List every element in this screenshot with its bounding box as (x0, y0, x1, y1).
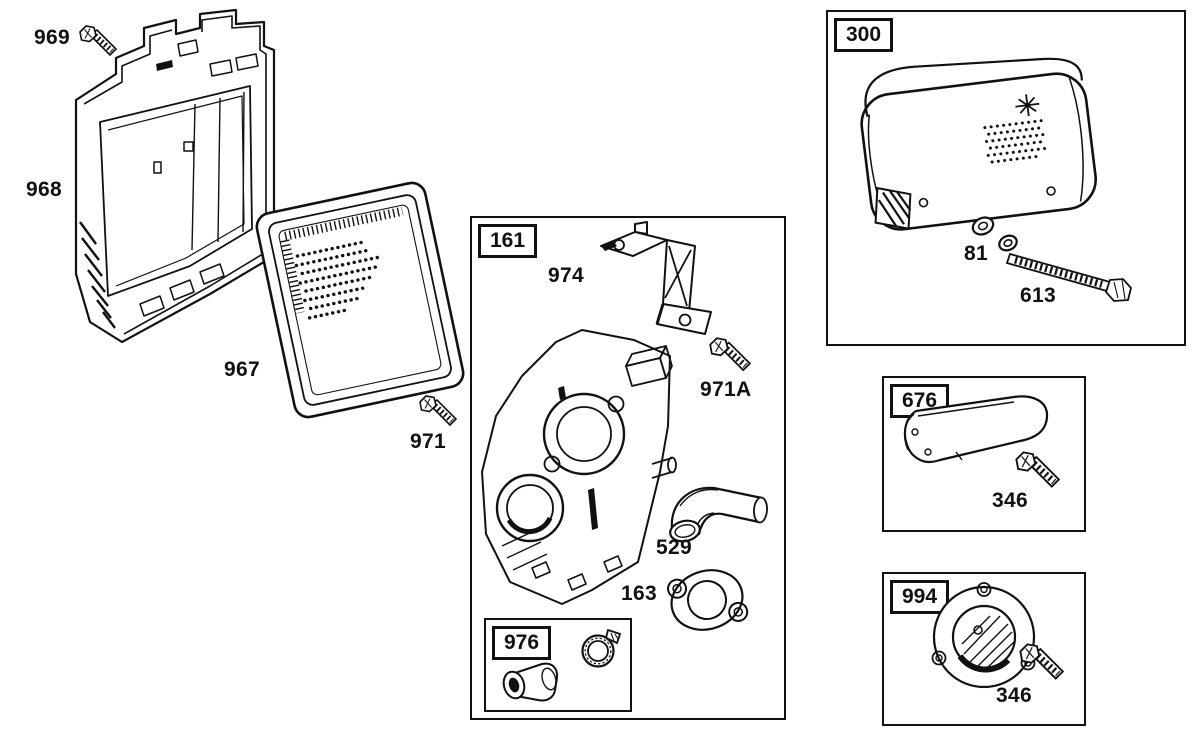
group-label-161: 161 (478, 224, 538, 258)
callout-967: 967 (224, 358, 260, 381)
callout-968: 968 (26, 178, 62, 201)
air-cleaner-base-drawing (74, 8, 276, 344)
callout-971: 971 (410, 430, 446, 453)
callout-613: 613 (1020, 284, 1056, 307)
screw-346a-drawing (1014, 450, 1064, 494)
bolt-613-drawing (1005, 252, 1132, 302)
group-label-300: 300 (834, 18, 894, 52)
backplate-drawing (481, 329, 677, 605)
screw-346b-drawing (1018, 642, 1068, 686)
screw-971-drawing (418, 394, 462, 432)
muffler-guard-drawing (903, 395, 1049, 464)
group-box-161: 161 (470, 216, 786, 720)
callout-971A: 971A (700, 378, 752, 401)
group-box-300: 300 (826, 10, 1186, 346)
washers-81-drawing (971, 216, 1018, 252)
group-box-976: 976 (484, 618, 632, 712)
group-label-994: 994 (890, 580, 950, 614)
gasket-163-drawing (667, 569, 749, 631)
callout-346-a: 346 (992, 489, 1028, 512)
muffler-drawing (860, 57, 1097, 231)
clamp-976-drawing (581, 628, 622, 668)
callout-346-b: 346 (996, 684, 1032, 707)
callout-163: 163 (621, 582, 657, 605)
callout-969: 969 (34, 26, 70, 49)
callout-974: 974 (548, 264, 584, 287)
callout-529: 529 (656, 536, 692, 559)
bushing-976-drawing (502, 662, 559, 702)
group-box-994: 994 (882, 572, 1086, 726)
callout-81: 81 (964, 242, 988, 265)
group-label-976: 976 (492, 626, 552, 660)
guard-plate-994-drawing (931, 582, 1036, 689)
bracket-974-drawing (600, 221, 712, 335)
group-box-676: 676 (882, 376, 1086, 532)
screw-971A-drawing (708, 336, 756, 378)
air-filter-element-drawing (255, 181, 465, 419)
elbow-529-drawing (669, 486, 768, 543)
